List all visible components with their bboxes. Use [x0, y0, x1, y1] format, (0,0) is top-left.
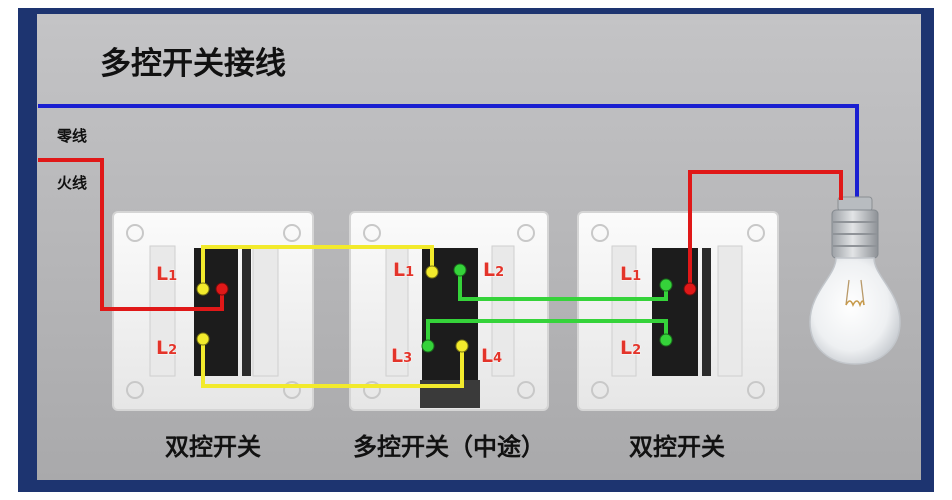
switch-right: [577, 211, 779, 411]
traveler-wire-green-lower: [426, 319, 668, 346]
terminal-label: L4: [481, 345, 502, 367]
switch-caption-middle: 多控开关（中途）: [353, 433, 545, 461]
diagram-title: 多控开关接线: [100, 46, 286, 82]
terminal-label: L2: [620, 337, 641, 359]
traveler-wire-yellow-lower: [201, 339, 464, 388]
terminal-label: L1: [393, 259, 414, 281]
traveler-wire-green-upper: [458, 270, 668, 301]
switch-middle: [349, 211, 549, 411]
switch-module: [194, 248, 238, 376]
live-wire: [38, 158, 224, 311]
terminal-label: L1: [156, 263, 177, 285]
load-wire: [688, 170, 843, 289]
switch-caption-left: 双控开关: [165, 433, 261, 461]
switch-caption-right: 双控开关: [629, 433, 725, 461]
terminal-label: L2: [156, 337, 177, 359]
neutral-wire: [38, 104, 859, 200]
terminal-label: L1: [620, 263, 641, 285]
light-bulb-icon: [809, 196, 901, 365]
traveler-wire-yellow-upper: [201, 245, 434, 289]
terminal-label: L3: [391, 345, 412, 367]
live-wire-label: 火线: [57, 174, 87, 192]
neutral-wire-label: 零线: [56, 127, 87, 145]
terminal-label: L2: [483, 259, 504, 281]
